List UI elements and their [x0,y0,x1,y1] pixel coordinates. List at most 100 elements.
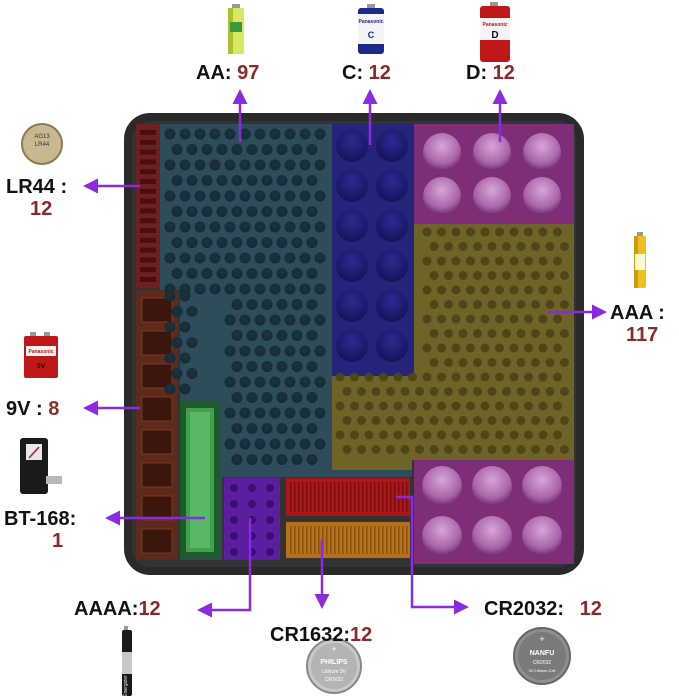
cr2032-ridge [366,482,368,512]
aa-hole [299,128,311,140]
d-hole [523,177,561,215]
c-zone [332,124,414,376]
lr44-slot [140,277,156,282]
aa-hole [269,283,281,295]
aaa-hole [553,372,562,382]
coin-hole [422,516,462,556]
aaa-hole [451,314,461,324]
aaa-hole [444,358,453,367]
aa-hole [261,144,273,155]
label-lr44-count: 12 [30,198,53,220]
aa-hole [194,221,206,233]
cr2032-ridge [298,482,300,512]
cr2032-ridge [374,482,376,512]
aa-hole [209,190,221,202]
label-aaaa-count: 12 [138,598,161,620]
aaa-hole [451,285,461,295]
cr2032-ridge [362,482,364,512]
aa-hole [216,175,228,186]
aaa-hole [415,445,424,454]
aaa-hole [458,387,468,396]
aaa-hole [429,300,439,309]
aaa-hole [560,242,569,251]
aaa-hole [495,256,504,266]
aa-hole [291,454,303,465]
aa-hole [269,221,281,233]
cr1632-zone [286,522,410,558]
aa-hole [246,330,258,341]
aa-hole [291,299,303,310]
d-icon-letter: D [491,30,498,41]
aa-hole [291,175,303,186]
aaa-hole [437,227,446,237]
aa-hole [201,237,213,248]
aaa-hole [466,401,475,411]
aa-hole [164,290,176,302]
aaa-hole [495,430,504,440]
aaa-hole [364,401,374,411]
cr1632-ridge [294,526,296,554]
aaa-hole [444,416,453,425]
aaa-hole [379,401,388,411]
aa-hole [284,190,296,202]
aaa-hole [342,387,352,396]
aaa-hole [524,314,533,324]
aaa-hole [560,358,569,367]
aa-hole [179,190,191,202]
9v-slot [141,330,173,356]
aaa-hole [495,227,504,237]
aa-hole [164,321,176,333]
aaa-hole [473,445,482,454]
aaa-hole [560,387,569,396]
aaaa-hole [266,484,274,492]
c-hole [336,170,368,202]
aa-hole [224,314,236,326]
aa-hole [291,392,303,403]
aa-hole [284,159,296,171]
aa-hole [171,175,183,186]
aaa-hole [379,372,388,382]
cr1632-ridge [386,526,388,554]
aaa-hole [553,256,562,266]
aaa-hole [386,416,395,425]
aaa-hole [524,401,533,411]
cr2032-ridge [382,482,384,512]
aaa-hole [509,256,519,266]
aa-hole [186,175,198,186]
cr2032-ridge [318,482,320,512]
lr44-slot [140,237,156,243]
aa-hole [194,283,206,295]
aa-hole [284,407,296,419]
9v-icon-brand: Panasonic [28,349,53,355]
aa-hole [171,306,183,317]
aaaa-battery-icon: Energizer [122,626,132,697]
aa-hole [314,345,326,357]
cr1632-ridge [370,526,372,554]
aa-hole [164,383,176,395]
aa-hole [179,221,191,233]
aa-hole [186,368,198,379]
aaa-hole [538,430,548,440]
aaa-hole [545,329,555,338]
label-d-count: 12 [492,62,515,84]
aaa-hole [451,401,461,411]
aaa-hole [516,387,526,396]
aaa-hole [350,430,359,440]
aa-hole [276,299,288,310]
d-icon-brand: Panasonic [482,22,507,28]
aa-hole [269,159,281,171]
aaa-hole [371,445,381,454]
aa-hole [164,128,176,140]
aa-hole [231,206,243,217]
cr2032-ridge [294,482,296,512]
aa-hole [291,237,303,248]
aa-hole [246,144,258,155]
aa-hole [194,128,206,140]
aaa-hole [400,387,410,396]
lr44-slot [140,198,156,204]
bt168-zone [180,402,220,558]
aaa-hole [429,329,439,338]
9v-slot [141,297,173,323]
lr44-slot [140,130,156,135]
aaa-hole [422,285,432,295]
